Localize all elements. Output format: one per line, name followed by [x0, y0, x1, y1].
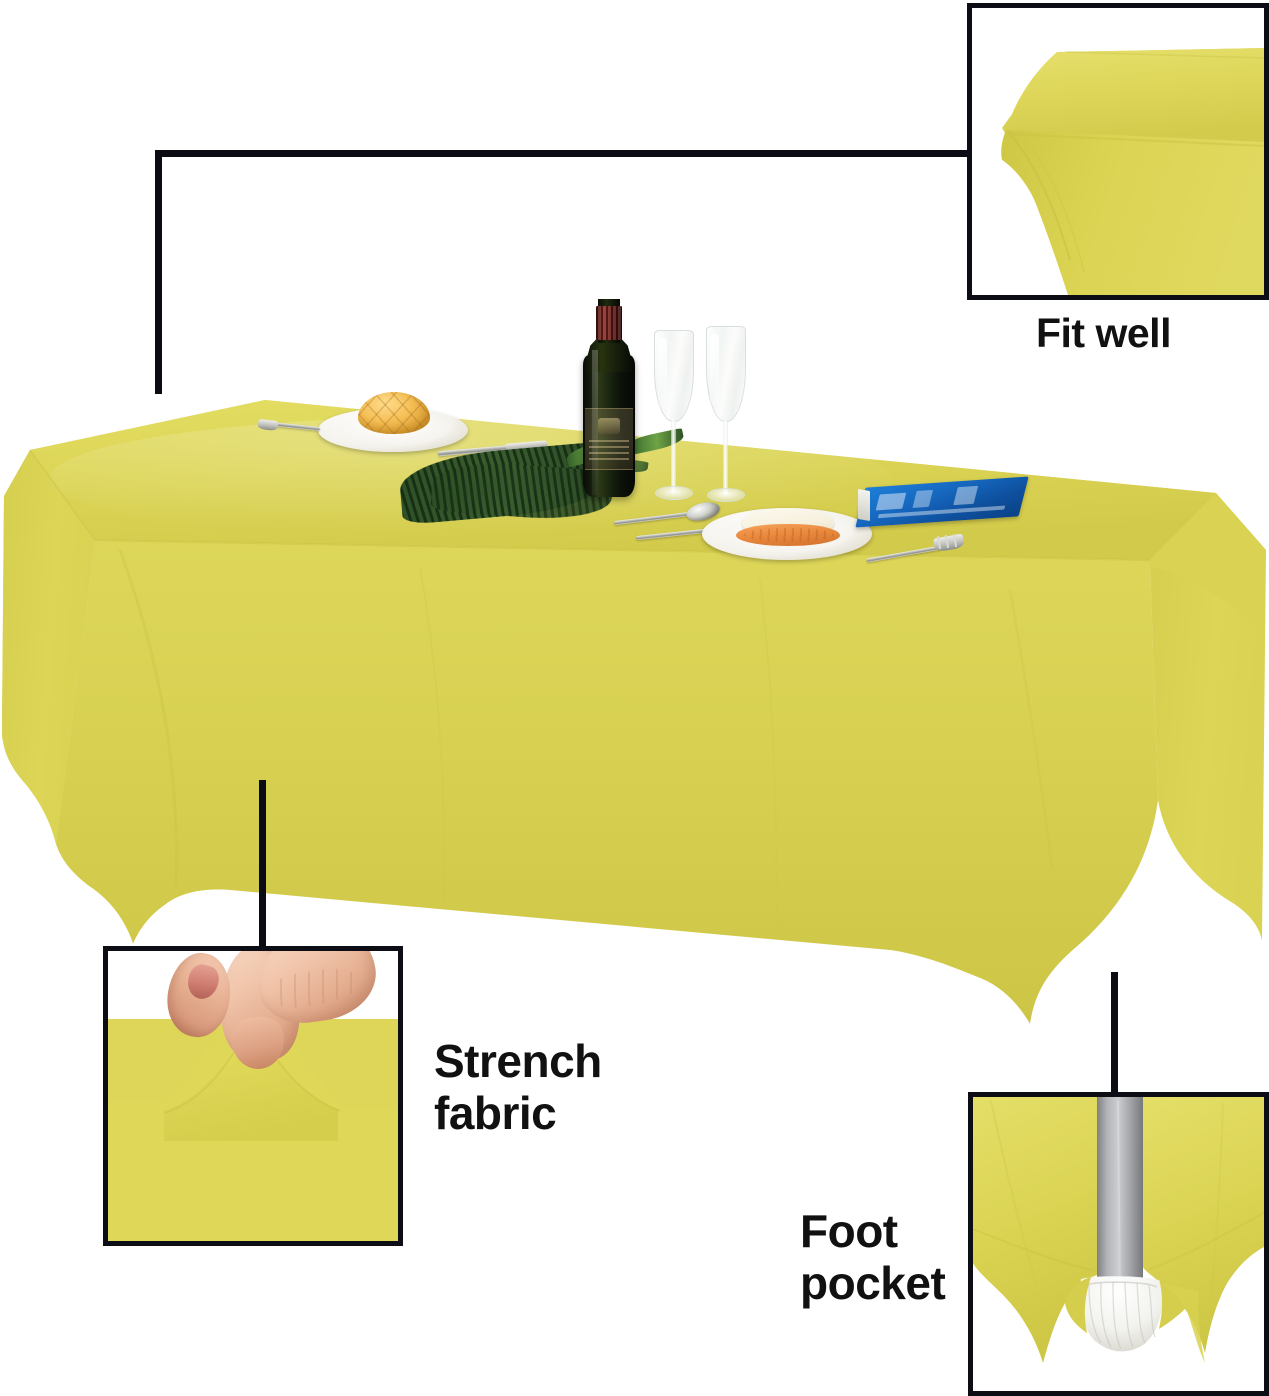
champagne-glass-right [702, 326, 750, 512]
connector-fit-well-horizontal [155, 150, 970, 157]
sandwich-filling-ridges [744, 528, 834, 542]
fit-well-photo [972, 48, 1264, 295]
champagne-glass-left [650, 330, 698, 510]
callout-label-fit-well: Fit well [1036, 310, 1171, 356]
connector-stretch-fabric-vertical [259, 780, 266, 950]
callout-box-fit-well [967, 3, 1269, 300]
callout-box-stretch-fabric [103, 946, 403, 1246]
wine-bottle-cap-foil [596, 306, 622, 340]
sandwich-filling [736, 524, 840, 546]
foot-pocket-photo [973, 1097, 1264, 1363]
connector-fit-well-vertical [155, 150, 162, 394]
callout-label-foot-pocket: Foot pocket [800, 1205, 946, 1309]
table-front-skirt [56, 540, 1158, 1024]
callout-label-stretch-fabric: Strench fabric [434, 1035, 602, 1139]
wine-bottle-cap [596, 306, 622, 340]
hero-product-photo [0, 299, 1269, 1060]
bread-roll [358, 392, 430, 434]
connector-foot-pocket-vertical [1111, 972, 1118, 1094]
wine-bottle-label-text [589, 440, 629, 462]
wine-bottle-highlight [592, 350, 598, 495]
bread-score-lines [358, 392, 430, 434]
callout-box-foot-pocket [968, 1092, 1269, 1396]
wine-bottle-label-crest [598, 418, 620, 434]
right-leg-notch [890, 948, 1075, 1060]
blue-book-pages [858, 488, 870, 522]
